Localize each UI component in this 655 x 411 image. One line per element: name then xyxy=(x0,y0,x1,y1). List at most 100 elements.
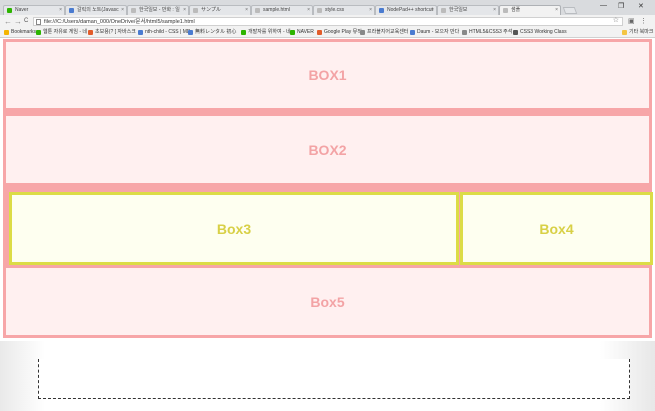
play-icon xyxy=(317,30,322,35)
bookmark-item[interactable]: 프라블지어교육센터 xyxy=(360,29,408,36)
daum-icon xyxy=(410,30,415,35)
tab-hankook[interactable]: 한국일보 - 만화 : 일× xyxy=(127,5,189,15)
tab-label: NodePad++ shortcut xyxy=(387,7,433,13)
bookmark-label: Bookmarks xyxy=(11,29,37,35)
box4: Box4 xyxy=(460,192,653,265)
naver-icon xyxy=(290,30,295,35)
close-window-icon[interactable]: ✕ xyxy=(638,3,644,10)
close-tab-icon[interactable]: × xyxy=(245,7,248,13)
toolbar: ← → C file:///C:/Users/daman_000/OneDriv… xyxy=(0,15,655,28)
close-tab-icon[interactable]: × xyxy=(431,7,434,13)
bookmark-label: 프라블지어교육센터 xyxy=(367,29,409,35)
page-icon xyxy=(193,8,198,13)
close-tab-icon[interactable]: × xyxy=(307,7,310,13)
bookmark-label: HTML5&CSS3 주석 - xyxy=(469,29,516,35)
favicon-icon xyxy=(188,30,193,35)
bookmark-item[interactable]: Daum - 모으자 만다 xyxy=(410,29,459,36)
back-arrow-icon[interactable]: ← xyxy=(4,17,12,26)
maximize-icon[interactable]: ❐ xyxy=(618,3,625,10)
box1: BOX1 xyxy=(3,39,652,111)
bookmark-label: CSS3 Working Class xyxy=(520,29,567,35)
bookmark-label: 無料レンタル 初心 xyxy=(195,29,237,35)
favicon-icon xyxy=(513,30,518,35)
bookmark-label: NAVER xyxy=(297,29,314,35)
tab-naver[interactable]: Naver × xyxy=(3,5,65,15)
bookmark-label: 기타 북마크 xyxy=(629,29,654,35)
tab-label: Naver xyxy=(15,7,29,13)
page-icon xyxy=(255,8,260,13)
gap-fill xyxy=(3,109,652,114)
tab-hankook-2[interactable]: 한국일보 × xyxy=(437,5,499,15)
gap-fill xyxy=(3,184,652,189)
naver-favicon-icon xyxy=(7,8,12,13)
tab-sample-active[interactable]: 샘플 × xyxy=(499,5,561,15)
bookmark-label: 웹툰 자유로 게임 - 네 xyxy=(43,29,88,35)
close-tab-icon[interactable]: × xyxy=(555,7,558,13)
close-tab-icon[interactable]: × xyxy=(493,7,496,13)
close-tab-icon[interactable]: × xyxy=(369,7,372,13)
bookmark-item[interactable]: 개발자를 위하여 - 네 xyxy=(241,29,291,36)
bookmark-item[interactable]: 無料レンタル 初心 xyxy=(188,29,236,36)
box3: Box3 xyxy=(9,192,459,265)
tab-sample-jp[interactable]: サンプル × xyxy=(189,5,251,15)
tab-label: 한국일보 - 만화 : 일 xyxy=(139,7,180,13)
bookmark-item[interactable]: 초보용(? [ 자바스크 xyxy=(88,29,136,36)
tab-label: style.css xyxy=(325,7,345,13)
menu-icon[interactable]: ⋮ xyxy=(640,18,647,25)
favicon-icon xyxy=(241,30,246,35)
bookmark-label: nth-child - CSS | MD xyxy=(145,29,191,35)
box-row-container: Box3 Box4 xyxy=(3,187,653,265)
box5: Box5 xyxy=(3,265,652,338)
close-tab-icon[interactable]: × xyxy=(121,7,124,13)
tab-label: sample.html xyxy=(263,7,290,13)
favicon-icon xyxy=(88,30,93,35)
page-icon xyxy=(441,8,446,13)
favicon-icon xyxy=(360,30,365,35)
favicon-icon xyxy=(36,30,41,35)
url-text: file:///C:/Users/daman_000/OneDrive/문서/h… xyxy=(44,19,195,25)
other-bookmarks[interactable]: 기타 북마크 xyxy=(622,29,653,36)
page-viewport: BOX1 BOX2 Box3 Box4 Box5 xyxy=(0,38,655,411)
new-tab-button[interactable] xyxy=(562,7,578,14)
forward-arrow-icon[interactable]: → xyxy=(14,17,22,26)
bookmark-item[interactable]: Bookmarks xyxy=(4,29,36,36)
page-icon xyxy=(503,8,508,13)
blog-favicon-icon xyxy=(69,8,74,13)
dashed-frame xyxy=(38,359,630,399)
bookmark-label: 개발자를 위하여 - 네 xyxy=(248,29,291,35)
page-icon xyxy=(379,8,384,13)
folder-icon xyxy=(622,30,627,35)
box2: BOX2 xyxy=(3,113,652,186)
bookmark-label: 초보용(? [ 자바스크 xyxy=(95,29,136,35)
bookmark-item[interactable]: nth-child - CSS | MD xyxy=(138,29,190,36)
apps-icon xyxy=(4,30,9,35)
bookmark-label: Daum - 모으자 만다 xyxy=(417,29,460,35)
tab-strip: Naver× 갈릭의 노트(Javasc× 한국일보 - 만화 : 일× サンプ… xyxy=(0,0,655,15)
tab-label: サンプル xyxy=(201,7,221,13)
close-tab-icon[interactable]: × xyxy=(183,7,186,13)
tab-label: 한국일보 xyxy=(449,7,468,13)
bookmarks-bar: Bookmarks 웹툰 자유로 게임 - 네 초보용(? [ 자바스크 nth… xyxy=(0,28,655,38)
bookmark-label: Google Play 뮤직 xyxy=(324,29,362,35)
page-icon xyxy=(131,8,136,13)
tab-label: 갈릭의 노트(Javasc xyxy=(77,7,119,13)
tab-sample-html[interactable]: sample.html × xyxy=(251,5,313,15)
file-page-icon xyxy=(36,19,41,25)
tab-label: 샘플 xyxy=(511,7,521,13)
bookmark-item[interactable]: HTML5&CSS3 주석 - xyxy=(462,29,515,36)
extension-icon[interactable]: ▣ xyxy=(628,18,635,25)
minimize-icon[interactable]: — xyxy=(600,2,607,9)
reload-icon[interactable]: C xyxy=(24,18,29,24)
tab-style-css[interactable]: style.css × xyxy=(313,5,375,15)
bookmark-item[interactable]: CSS3 Working Class xyxy=(513,29,567,36)
bookmark-item[interactable]: Google Play 뮤직 xyxy=(317,29,362,36)
page-icon xyxy=(317,8,322,13)
tab-blog[interactable]: 갈릭의 노트(Javasc× xyxy=(65,5,127,15)
close-tab-icon[interactable]: × xyxy=(59,7,62,13)
bookmark-item[interactable]: NAVER xyxy=(290,29,314,36)
bookmark-item[interactable]: 웹툰 자유로 게임 - 네 xyxy=(36,29,87,36)
tab-notepad[interactable]: NodePad++ shortcut× xyxy=(375,5,437,15)
favicon-icon xyxy=(138,30,143,35)
bookmark-star-icon[interactable]: ☆ xyxy=(612,17,619,24)
address-bar[interactable]: file:///C:/Users/daman_000/OneDrive/문서/h… xyxy=(33,17,623,26)
